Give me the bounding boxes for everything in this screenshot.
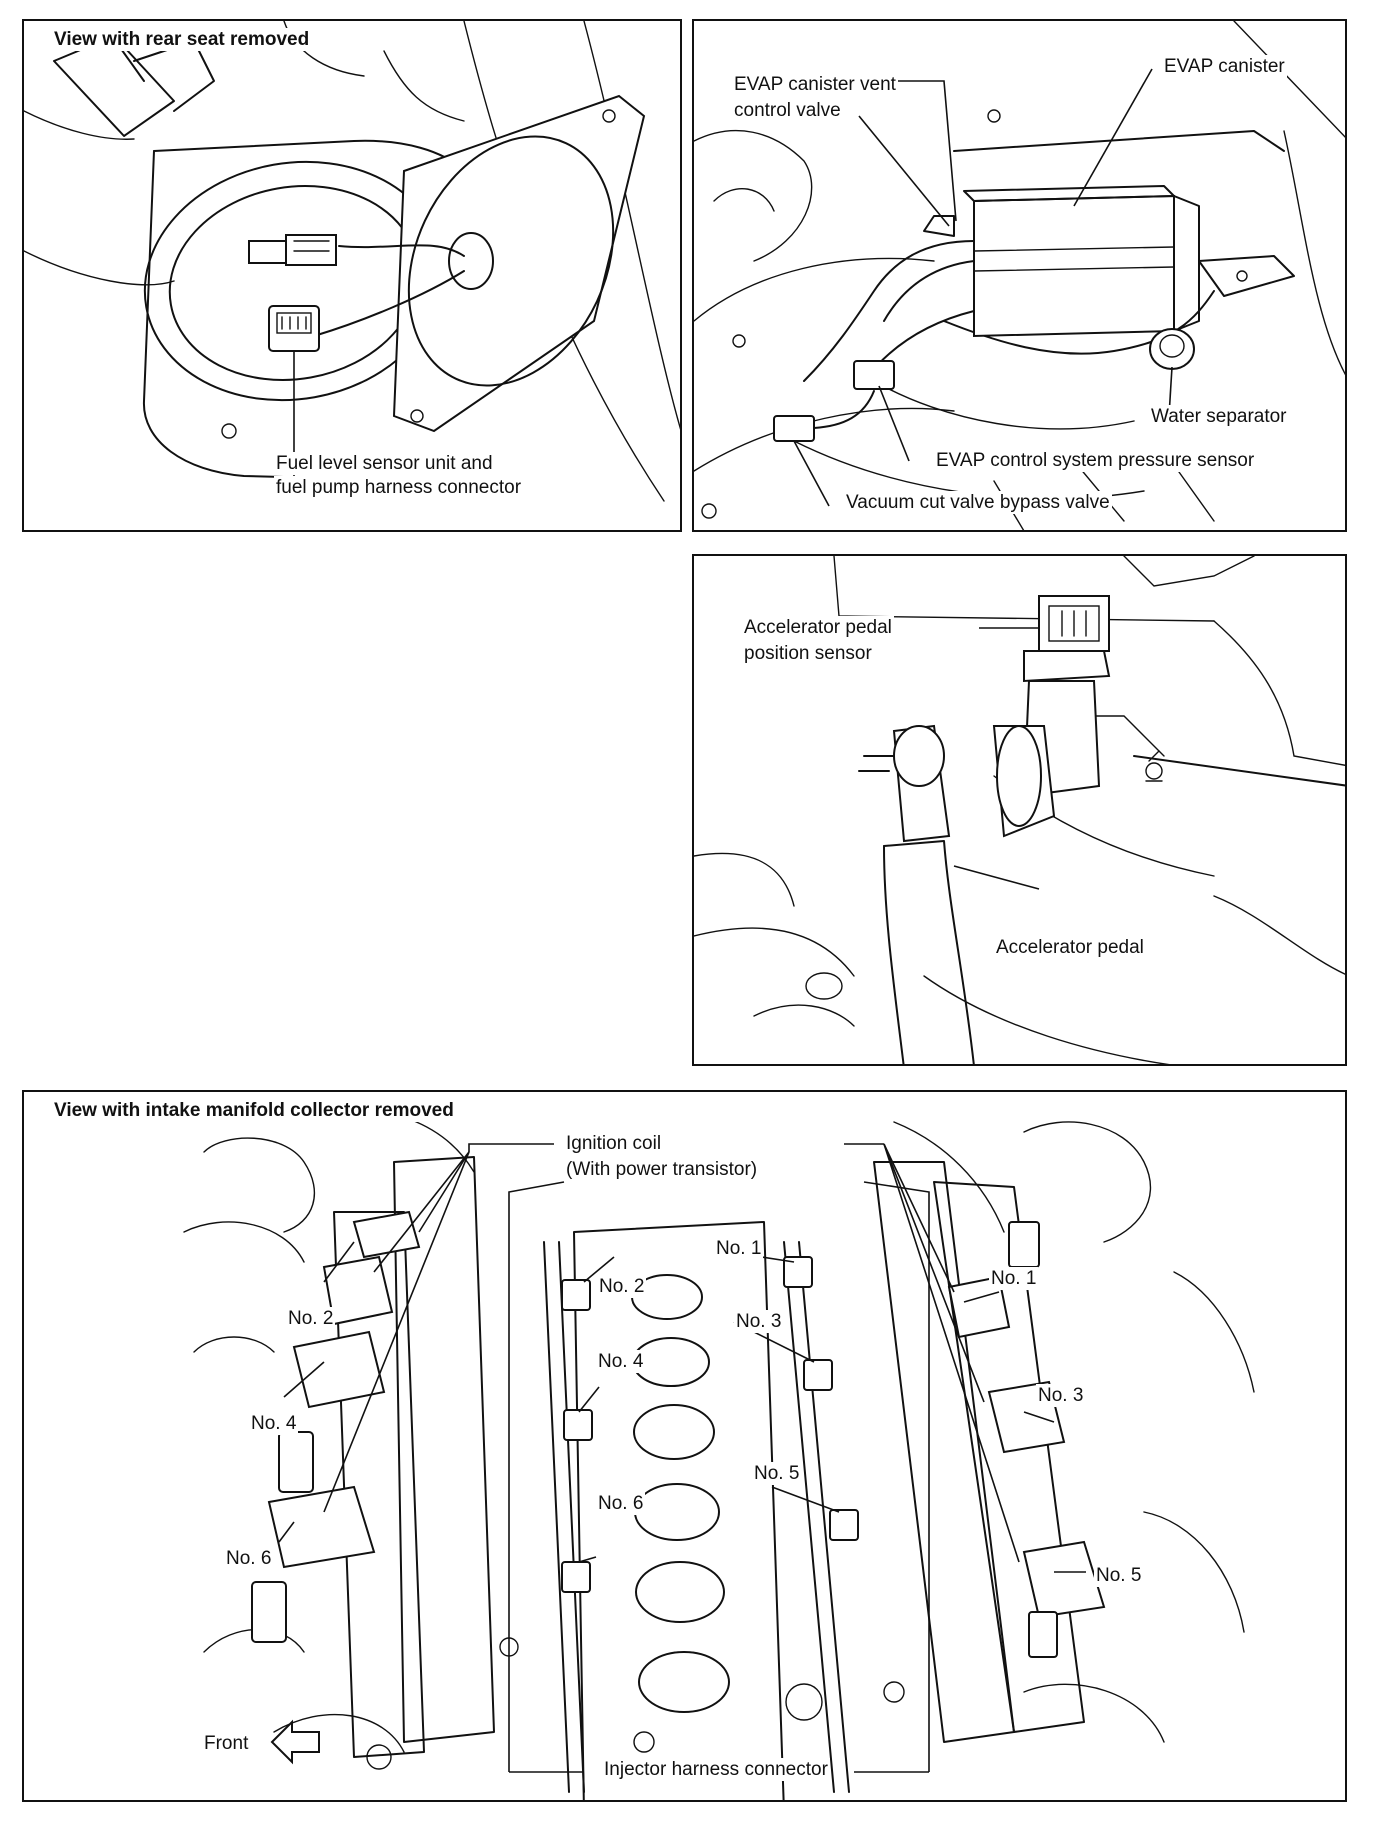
- coil-no4-label: No. 4: [249, 1412, 299, 1435]
- evap-vent-valve-label-line1: EVAP canister vent: [732, 73, 898, 96]
- accelerator-pedal-illustration: [694, 556, 1345, 1064]
- injector-no1-label: No. 1: [714, 1237, 764, 1260]
- coil-no6-label: No. 6: [224, 1547, 274, 1570]
- injector-no4-label: No. 4: [596, 1350, 646, 1373]
- pedal-position-sensor-label-line1: Accelerator pedal: [742, 616, 894, 639]
- coil-no3-label: No. 3: [1036, 1384, 1086, 1407]
- fuel-sensor-label-line1: Fuel level sensor unit and: [274, 452, 495, 475]
- engine-panel-title: View with intake manifold collector remo…: [52, 1099, 456, 1122]
- fuel-level-sensor-panel: View with rear seat removed Fuel level s…: [22, 19, 682, 532]
- pedal-position-sensor-label-line2: position sensor: [742, 642, 874, 665]
- fuel-panel-title: View with rear seat removed: [52, 28, 312, 51]
- fuel-tank-access-illustration: [24, 21, 680, 502]
- coil-no2-label: No. 2: [286, 1307, 336, 1330]
- injector-no6-label: No. 6: [596, 1492, 646, 1515]
- injector-no2-label: No. 2: [597, 1275, 647, 1298]
- water-separator-label: Water separator: [1149, 405, 1289, 428]
- engine-top-illustration: [183, 1108, 1255, 1800]
- front-direction-label: Front: [202, 1732, 251, 1755]
- coil-no1-label: No. 1: [989, 1267, 1039, 1290]
- coil-no5-label: No. 5: [1094, 1564, 1144, 1587]
- injector-harness-connector-label: Injector harness connector: [602, 1758, 830, 1781]
- evap-vent-valve-label-line2: control valve: [732, 99, 843, 122]
- ignition-coil-label-line2: (With power transistor): [564, 1158, 760, 1181]
- fuel-sensor-label-line2: fuel pump harness connector: [274, 476, 524, 499]
- intake-manifold-panel: View with intake manifold collector remo…: [22, 1090, 1347, 1802]
- accelerator-pedal-panel: Accelerator pedal position sensor Accele…: [692, 554, 1347, 1066]
- accelerator-pedal-label: Accelerator pedal: [994, 936, 1146, 959]
- evap-pressure-sensor-label: EVAP control system pressure sensor: [934, 449, 1257, 472]
- evap-canister-label: EVAP canister: [1162, 55, 1287, 78]
- injector-no5-label: No. 5: [752, 1462, 802, 1485]
- vacuum-cut-bypass-valve-label: Vacuum cut valve bypass valve: [844, 491, 1112, 514]
- ignition-coil-label-line1: Ignition coil: [564, 1132, 664, 1155]
- injector-no3-label: No. 3: [734, 1310, 784, 1333]
- evap-canister-panel: EVAP canister EVAP canister vent control…: [692, 19, 1347, 532]
